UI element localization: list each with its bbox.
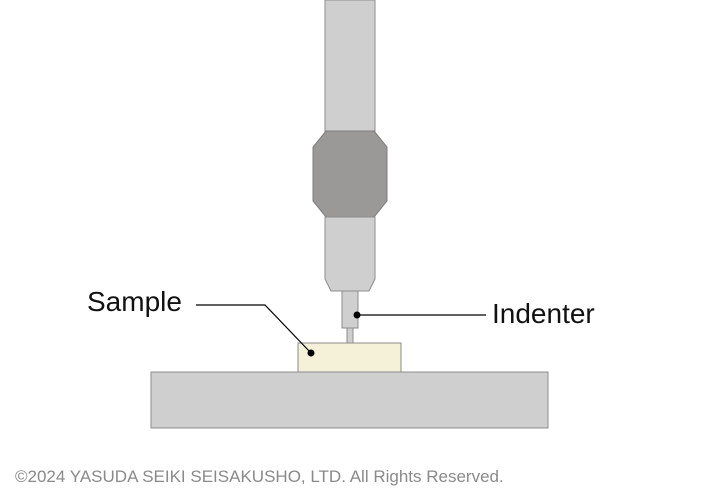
upper-shaft <box>324 0 376 136</box>
octagonal-collar <box>312 130 388 218</box>
sample-leader-line <box>196 304 312 354</box>
base-platform <box>150 371 549 429</box>
sample-block <box>297 342 402 374</box>
sample-leader-dot <box>307 349 315 357</box>
indenter-holder <box>341 290 359 329</box>
sample-label: Sample <box>87 286 182 317</box>
indenter-label: Indenter <box>492 298 595 329</box>
lower-shaft <box>324 216 376 292</box>
indenter-tip <box>346 327 354 344</box>
copyright-notice: ©2024 YASUDA SEIKI SEISAKUSHO, LTD. All … <box>15 467 504 486</box>
indenter-leader-dot <box>353 311 361 319</box>
